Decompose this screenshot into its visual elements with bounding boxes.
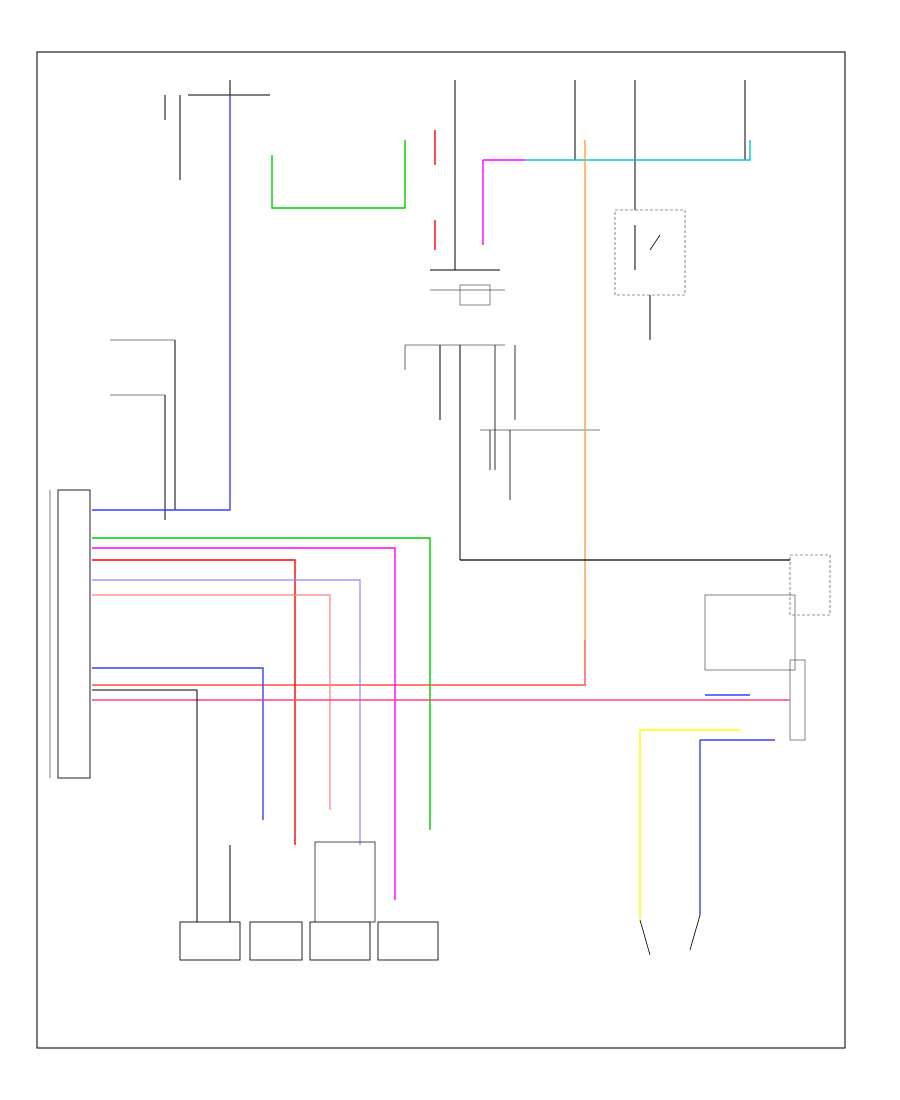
relay-section (404, 269, 516, 560)
parking-brake-switches (639, 914, 701, 956)
middle-relay (480, 429, 600, 500)
power-supply-section (164, 80, 746, 270)
sensor-rear-left (377, 921, 439, 961)
diagram-frame (36, 51, 846, 1049)
left-aux-switch-block (110, 339, 176, 520)
ecu-connector-box (57, 489, 91, 779)
sensor-front-right (179, 921, 241, 961)
sensor-rear-right (309, 921, 371, 961)
sensor-front-left (249, 921, 303, 961)
skid-control-ecu (49, 489, 91, 779)
stop-lamp-switch (614, 209, 686, 340)
right-connectors (704, 554, 831, 741)
wheel-speed-sensors (179, 841, 439, 961)
colored-wires (92, 95, 790, 920)
